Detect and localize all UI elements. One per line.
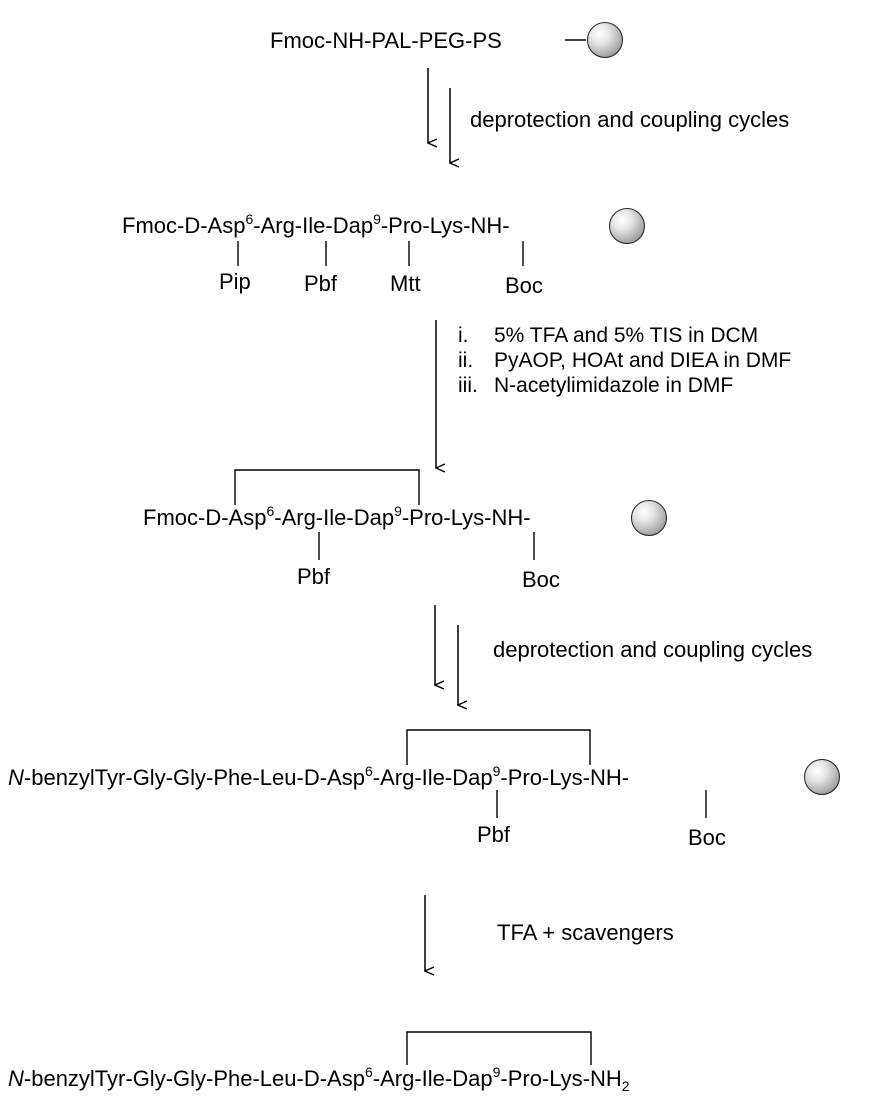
resin-bead-intermediate1 [609, 208, 645, 244]
protecting-group-boc-3: Boc [688, 825, 726, 850]
resin-bead-intermediate2 [631, 500, 667, 536]
resin-bead-start [587, 22, 623, 58]
step3-label: deprotection and coupling cycles [493, 637, 813, 662]
step1-label: deprotection and coupling cycles [470, 107, 790, 132]
intermediate3-sequence: N-benzylTyr-Gly-Gly-Phe-Leu-D-Asp6-Arg-I… [8, 763, 630, 790]
resin-bead-intermediate3 [804, 759, 840, 795]
condition-ii: ii.PyAOP, HOAt and DIEA in DMF [458, 349, 792, 372]
step4-label: TFA + scavengers [497, 920, 674, 945]
final-product-sequence: N-benzylTyr-Gly-Gly-Phe-Leu-D-Asp6-Arg-I… [8, 1064, 630, 1094]
side-chain-bonds-2 [318, 532, 535, 560]
condition-i: i.5% TFA and 5% TIS in DCM [458, 324, 759, 347]
side-chain-bonds-3 [496, 790, 707, 818]
lactam-bridge-3 [406, 729, 591, 765]
protecting-group-boc: Boc [505, 273, 543, 298]
side-chain-bonds-1 [237, 241, 524, 266]
protecting-group-pbf: Pbf [304, 271, 338, 296]
intermediate2-sequence: Fmoc-D-Asp6-Arg-Ile-Dap9-Pro-Lys-NH- [143, 503, 531, 530]
protecting-group-pip: Pip [219, 269, 251, 294]
condition-iii: iii.N-acetylimidazole in DMF [458, 374, 734, 397]
protecting-group-pbf-3: Pbf [477, 822, 511, 847]
lactam-bridge-product [406, 1031, 592, 1065]
protecting-group-mtt: Mtt [390, 271, 421, 296]
start-resin-label: Fmoc-NH-PAL-PEG-PS [270, 28, 502, 53]
step2-conditions: i.5% TFA and 5% TIS in DCM ii.PyAOP, HOA… [458, 323, 791, 398]
lactam-bridge-2 [234, 469, 420, 505]
intermediate1-sequence: Fmoc-D-Asp6-Arg-Ile-Dap9-Pro-Lys-NH- [122, 211, 510, 238]
protecting-group-pbf-2: Pbf [297, 564, 331, 589]
protecting-group-boc-2: Boc [522, 567, 560, 592]
